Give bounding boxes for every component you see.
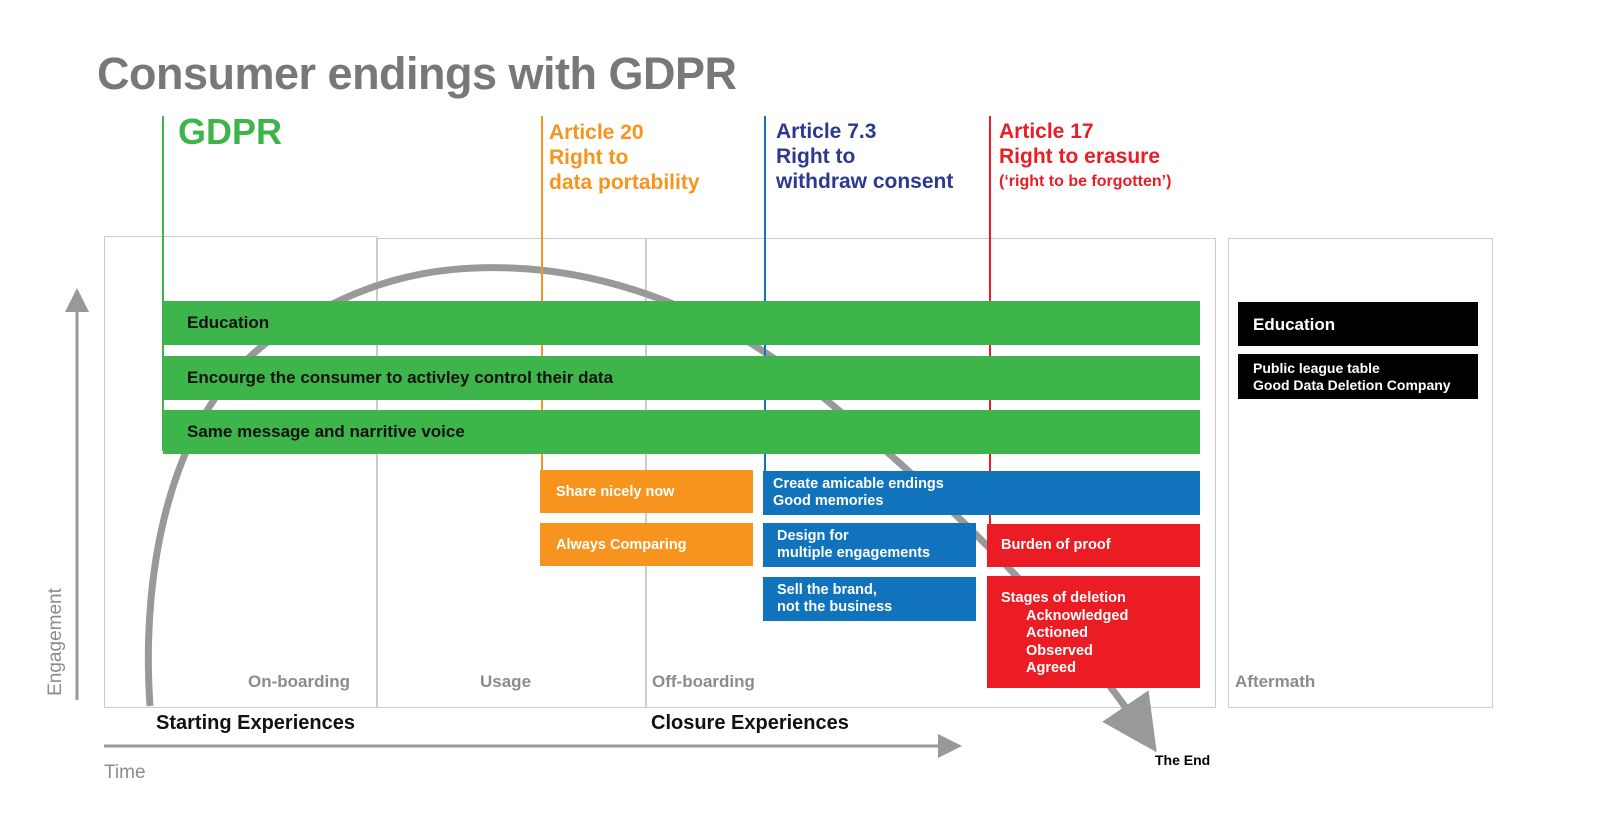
article17-line3: (‘right to be forgotten’) bbox=[999, 173, 1172, 190]
article20-title: Article 20 bbox=[549, 121, 644, 144]
article20-line2: Right to bbox=[549, 146, 629, 169]
page-title: Consumer endings with GDPR bbox=[97, 48, 737, 99]
article17-box-stages: Stages of deletion Acknowledged Actioned… bbox=[987, 576, 1200, 688]
article20-box-share: Share nicely now bbox=[540, 470, 753, 513]
article73-box-sell-line2: not the business bbox=[777, 599, 893, 615]
article73-line bbox=[764, 116, 766, 471]
article17-box-burden: Burden of proof bbox=[987, 524, 1200, 567]
article73-header: Article 7.3 Right to withdraw consent bbox=[776, 119, 953, 194]
time-axis-label: Time bbox=[104, 762, 146, 783]
article73-title: Article 7.3 bbox=[776, 120, 877, 143]
article17-title: Article 17 bbox=[999, 120, 1094, 143]
article17-line2: Right to erasure bbox=[999, 145, 1161, 168]
article73-box-amicable-line1: Create amicable endings bbox=[773, 476, 944, 492]
gdpr-bar-control-data: Encourge the consumer to activley contro… bbox=[163, 356, 1200, 400]
stage-item: Observed bbox=[1026, 642, 1093, 659]
article17-header: Article 17 Right to erasure (‘right to b… bbox=[999, 119, 1171, 194]
article73-box-amicable-line2: Good memories bbox=[773, 493, 884, 509]
stage-item: Actioned bbox=[1026, 625, 1089, 641]
the-end-label: The End bbox=[1155, 752, 1211, 768]
gdpr-bar-narrative-voice: Same message and narritive voice bbox=[163, 410, 1200, 454]
article73-line2: Right to bbox=[776, 145, 856, 168]
phase-label-onboarding: On-boarding bbox=[248, 672, 350, 691]
article73-box-design: Design for multiple engagements bbox=[763, 523, 976, 567]
closure-experiences-label: Closure Experiences bbox=[651, 712, 849, 734]
gdpr-header: GDPR bbox=[178, 111, 283, 152]
aftermath-league-line1: Public league table bbox=[1253, 359, 1380, 376]
article73-box-sell: Sell the brand, not the business bbox=[763, 577, 976, 621]
article20-box-comparing: Always Comparing bbox=[540, 523, 753, 566]
aftermath-panel bbox=[1228, 238, 1493, 708]
stage-item: Agreed bbox=[1026, 660, 1076, 676]
onboarding-panel bbox=[104, 236, 378, 708]
phase-label-offboarding: Off-boarding bbox=[652, 672, 755, 691]
stages-title: Stages of deletion bbox=[1001, 590, 1126, 606]
aftermath-box-education: Education bbox=[1238, 302, 1478, 346]
article20-header: Article 20 Right to data portability bbox=[549, 120, 700, 195]
stage-item: Acknowledged bbox=[1026, 607, 1129, 624]
engagement-axis-label: Engagement bbox=[45, 588, 66, 696]
phase-label-usage: Usage bbox=[480, 672, 532, 691]
starting-experiences-label: Starting Experiences bbox=[156, 712, 355, 734]
aftermath-league-line2: Good Data Deletion Company bbox=[1253, 376, 1451, 393]
aftermath-box-league: Public league table Good Data Deletion C… bbox=[1238, 354, 1478, 399]
article73-box-amicable: Create amicable endings Good memories bbox=[763, 471, 1200, 515]
article73-box-sell-line1: Sell the brand, bbox=[777, 582, 877, 598]
article73-box-design-line1: Design for bbox=[777, 528, 849, 544]
gdpr-bar-education: Education bbox=[163, 301, 1200, 345]
article20-line bbox=[541, 116, 543, 470]
article73-line3: withdraw consent bbox=[776, 170, 954, 193]
phase-label-aftermath: Aftermath bbox=[1235, 672, 1316, 691]
article20-line3: data portability bbox=[549, 171, 700, 194]
gdpr-line bbox=[162, 116, 164, 451]
article73-box-design-line2: multiple engagements bbox=[777, 545, 931, 561]
